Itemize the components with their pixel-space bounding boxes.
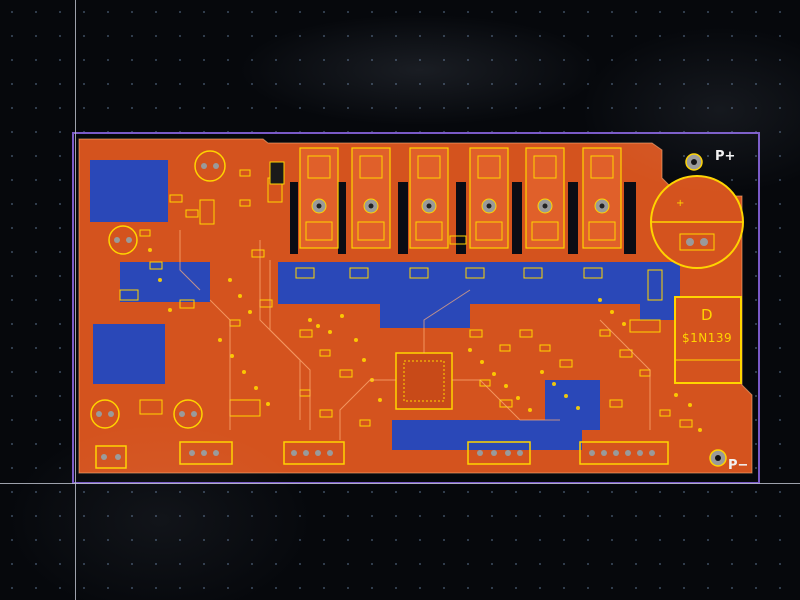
terminal-positive-label: P+	[715, 149, 736, 164]
svg-text:+: +	[676, 198, 684, 209]
small-capacitors-left	[90, 150, 226, 429]
terminal-negative-label: P−	[728, 458, 749, 473]
electrolytic-capacitor-large: +	[650, 175, 744, 269]
diode-part-number: $1N139	[682, 331, 733, 345]
terminal-pad-negative	[709, 449, 727, 467]
connectors-bottom	[95, 441, 669, 469]
copper-bottom-areas	[90, 160, 680, 450]
vias	[148, 248, 702, 432]
traces	[179, 230, 651, 440]
smd-components	[119, 169, 693, 428]
diode-designator: D	[701, 306, 713, 324]
mcu-chip	[395, 352, 453, 410]
connector-pins	[101, 450, 655, 460]
transistor-gaps	[290, 182, 636, 254]
smd-black-component	[269, 161, 285, 185]
mosfet-row	[299, 147, 622, 249]
terminal-pad-positive	[685, 153, 703, 171]
diode-footprint	[674, 296, 742, 384]
origin-guide-horizontal	[0, 483, 800, 484]
origin-guide-vertical	[75, 0, 76, 600]
